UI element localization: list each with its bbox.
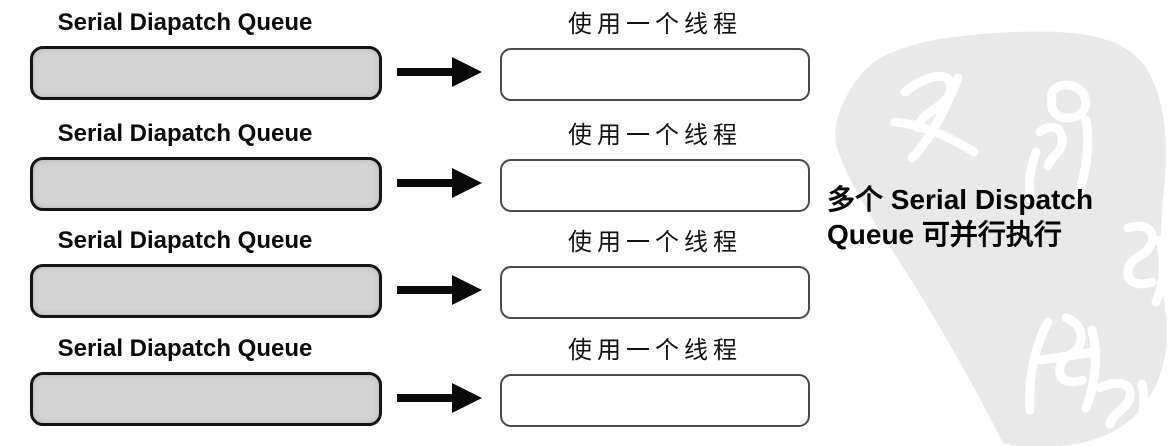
dispatch-row: Serial Diapatch Queue 使用一个线程 — [0, 119, 1170, 223]
thread-label: 使用一个线程 — [568, 337, 742, 364]
serial-queue-box — [30, 157, 382, 211]
arrow-right-icon — [397, 57, 482, 87]
arrow-right-icon — [397, 383, 482, 413]
dispatch-row: Serial Diapatch Queue 使用一个线程 — [0, 334, 1170, 438]
arrow-right-icon — [397, 168, 482, 198]
thread-label: 使用一个线程 — [568, 122, 742, 149]
serial-queue-label: Serial Diapatch Queue — [57, 227, 313, 254]
thread-box — [500, 159, 810, 212]
serial-queue-box — [30, 46, 382, 100]
arrow-right-icon — [397, 275, 482, 305]
serial-queue-label: Serial Diapatch Queue — [57, 335, 313, 362]
serial-queue-box — [30, 372, 382, 426]
annotation-line1: 多个 Serial Dispatch — [827, 184, 1094, 215]
serial-queue-label: Serial Diapatch Queue — [57, 9, 313, 36]
thread-box — [500, 48, 810, 101]
thread-box — [500, 266, 810, 319]
thread-label: 使用一个线程 — [568, 11, 742, 38]
thread-label: 使用一个线程 — [568, 229, 742, 256]
dispatch-row: Serial Diapatch Queue 使用一个线程 — [0, 8, 1170, 112]
thread-box — [500, 374, 810, 427]
parallel-annotation: 多个 Serial Dispatch Queue 可并行执行 — [827, 182, 1157, 252]
annotation-line2: Queue 可并行执行 — [827, 219, 1062, 250]
serial-queue-label: Serial Diapatch Queue — [57, 120, 313, 147]
dispatch-row: Serial Diapatch Queue 使用一个线程 — [0, 226, 1170, 330]
serial-queue-box — [30, 264, 382, 318]
